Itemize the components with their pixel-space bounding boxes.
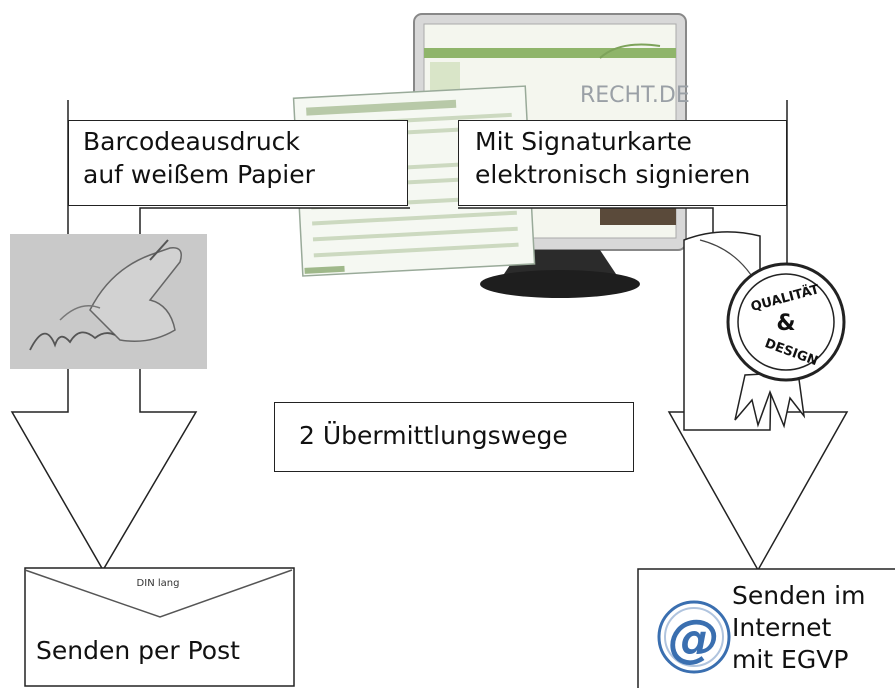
svg-text:@: @ — [668, 609, 720, 669]
left-label-line2: auf weißem Papier — [83, 160, 315, 189]
signature-sketch — [10, 234, 207, 369]
center-label-box: 2 Übermittlungswege — [274, 402, 634, 472]
internet-label: Senden im Internet mit EGVP — [732, 580, 865, 676]
seal-middle-text: & — [776, 311, 795, 336]
internet-label-line1: Senden im — [732, 581, 866, 610]
center-label-text: 2 Übermittlungswege — [299, 421, 568, 450]
left-label-box: Barcodeausdruck auf weißem Papier — [68, 120, 408, 206]
internet-label-line3: mit EGVP — [732, 645, 849, 674]
right-label-box: Mit Signaturkarte elektronisch signieren — [458, 120, 787, 206]
envelope: DIN lang — [24, 567, 295, 687]
right-label-line1: Mit Signaturkarte — [475, 127, 692, 156]
seal-illustration: QUALITÄT & DESIGN — [683, 231, 846, 431]
internet-label-line2: Internet — [732, 613, 832, 642]
at-icon: @ — [657, 600, 731, 674]
screen-site-text: RECHT.DE — [580, 83, 690, 108]
envelope-label: Senden per Post — [36, 636, 240, 665]
left-label-line1: Barcodeausdruck — [83, 127, 300, 156]
right-label-line2: elektronisch signieren — [475, 160, 751, 189]
envelope-stamp-text: DIN lang — [137, 578, 180, 589]
